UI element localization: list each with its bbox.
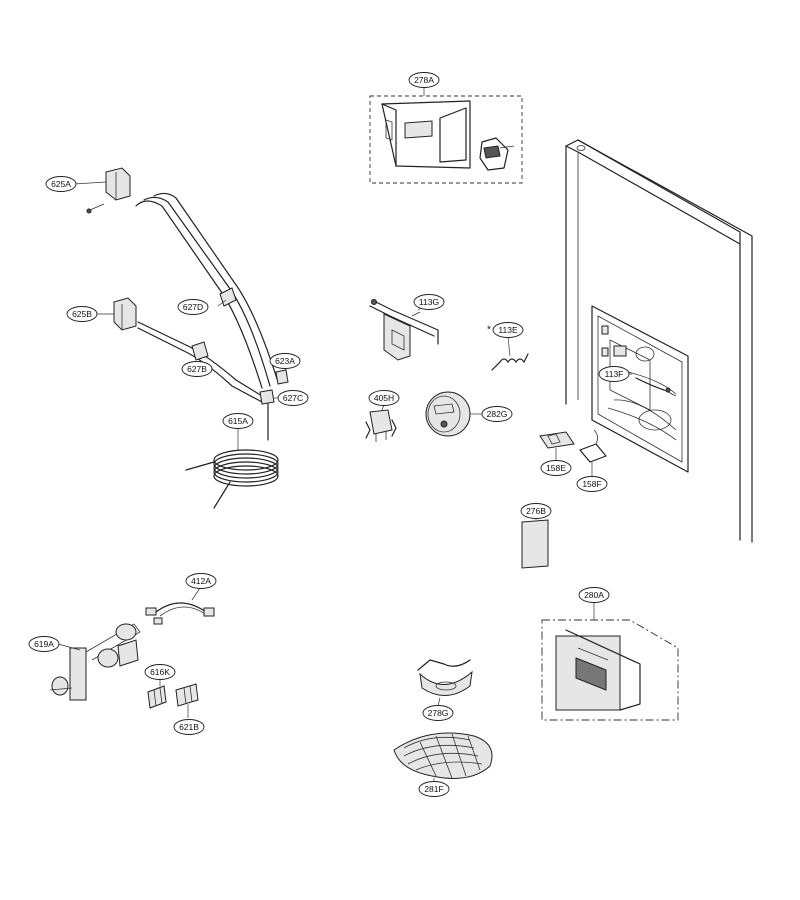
part-405H-switch <box>365 404 397 442</box>
svg-text:615A: 615A <box>228 416 248 426</box>
part-281F-drip-grille <box>393 732 493 782</box>
svg-text:282G: 282G <box>487 409 508 419</box>
part-619A-water-valve <box>49 623 141 701</box>
callout-282G: 282G <box>481 406 513 422</box>
part-280A-control-panel <box>541 602 679 721</box>
part-412A-wire-harness <box>145 587 215 625</box>
svg-text:158F: 158F <box>582 479 601 489</box>
part-625A-bracket <box>73 167 131 214</box>
callout-615A: 615A <box>222 413 254 429</box>
part-625B-bracket <box>97 297 137 331</box>
callout-616K: 616K <box>144 664 176 680</box>
svg-text:619A: 619A <box>34 639 54 649</box>
part-278G-funnel <box>417 659 473 707</box>
part-627D-tube <box>135 192 279 389</box>
callout-621B: 621B <box>173 719 205 735</box>
callout-623A: 623A <box>269 353 301 369</box>
callout-627B: 627B <box>181 361 213 377</box>
callout-113F: 113F <box>598 366 630 382</box>
svg-text:278A: 278A <box>414 75 434 85</box>
part-113F-lever <box>622 373 677 397</box>
part-627C-connector <box>259 389 280 441</box>
svg-text:278G: 278G <box>428 708 449 718</box>
svg-text:625B: 625B <box>72 309 92 319</box>
callout-412A: 412A <box>185 573 217 589</box>
callout-158F: 158F <box>576 476 608 492</box>
callout-280A: 280A <box>578 587 610 603</box>
callout-113G: 113G <box>413 294 445 310</box>
svg-text:158E: 158E <box>546 463 566 473</box>
part-282G-cover <box>425 391 482 437</box>
callout-276B: 276B <box>520 503 552 519</box>
part-616K-fitting <box>147 680 167 709</box>
svg-text:113G: 113G <box>419 297 439 307</box>
part-276B-pad <box>521 518 549 569</box>
refrigerator-door <box>565 139 753 543</box>
svg-text:625A: 625A <box>51 179 71 189</box>
part-113G-bracket <box>369 299 439 361</box>
part-278A-dispenser-housing <box>369 88 523 184</box>
part-615A-tubing-coil <box>185 428 279 509</box>
callout-625A: 625A <box>45 176 77 192</box>
callout-113E: * 113E <box>487 322 524 338</box>
callout-627C: 627C <box>277 390 309 406</box>
svg-text:627C: 627C <box>283 393 303 403</box>
callout-627D: 627D <box>177 299 209 315</box>
svg-text:623A: 623A <box>275 356 295 366</box>
svg-text:280A: 280A <box>584 590 604 600</box>
callout-113E-asterisk: * <box>487 325 491 336</box>
callout-619A: 619A <box>28 636 60 652</box>
callout-625B: 625B <box>66 306 98 322</box>
svg-text:113F: 113F <box>605 369 624 379</box>
part-158E-holder <box>539 431 575 460</box>
svg-text:627D: 627D <box>183 302 203 312</box>
callout-405H: 405H <box>368 390 400 406</box>
part-158F-lever <box>579 429 607 476</box>
callout-281F: 281F <box>418 781 450 797</box>
callout-158E: 158E <box>540 460 572 476</box>
svg-text:412A: 412A <box>191 576 211 586</box>
svg-text:276B: 276B <box>526 506 546 516</box>
callout-278G: 278G <box>422 705 454 721</box>
svg-text:627B: 627B <box>187 364 207 374</box>
svg-text:405H: 405H <box>374 393 394 403</box>
part-113E-spring <box>491 336 529 371</box>
part-621B-fitting <box>175 683 199 718</box>
svg-text:621B: 621B <box>179 722 199 732</box>
svg-text:616K: 616K <box>150 667 170 677</box>
svg-text:113E: 113E <box>498 325 518 335</box>
part-623A-clip <box>275 367 289 385</box>
callout-278A: 278A <box>408 72 440 88</box>
svg-text:281F: 281F <box>424 784 443 794</box>
